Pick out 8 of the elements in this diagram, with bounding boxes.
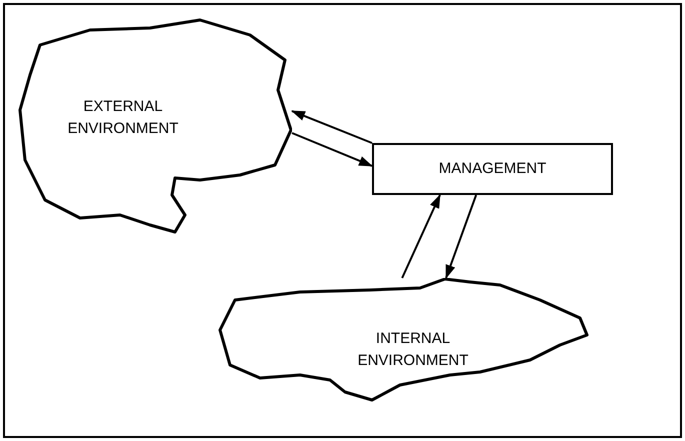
node-label: MANAGEMENT	[438, 159, 546, 179]
node-label: INTERNAL ENVIRONMENT	[356, 329, 470, 371]
arrow	[292, 132, 373, 167]
arrow	[291, 110, 372, 144]
arrow	[401, 194, 441, 278]
arrow	[445, 194, 478, 279]
node-label: EXTERNAL ENVIRONMENT	[66, 97, 180, 139]
process-box	[372, 143, 613, 195]
